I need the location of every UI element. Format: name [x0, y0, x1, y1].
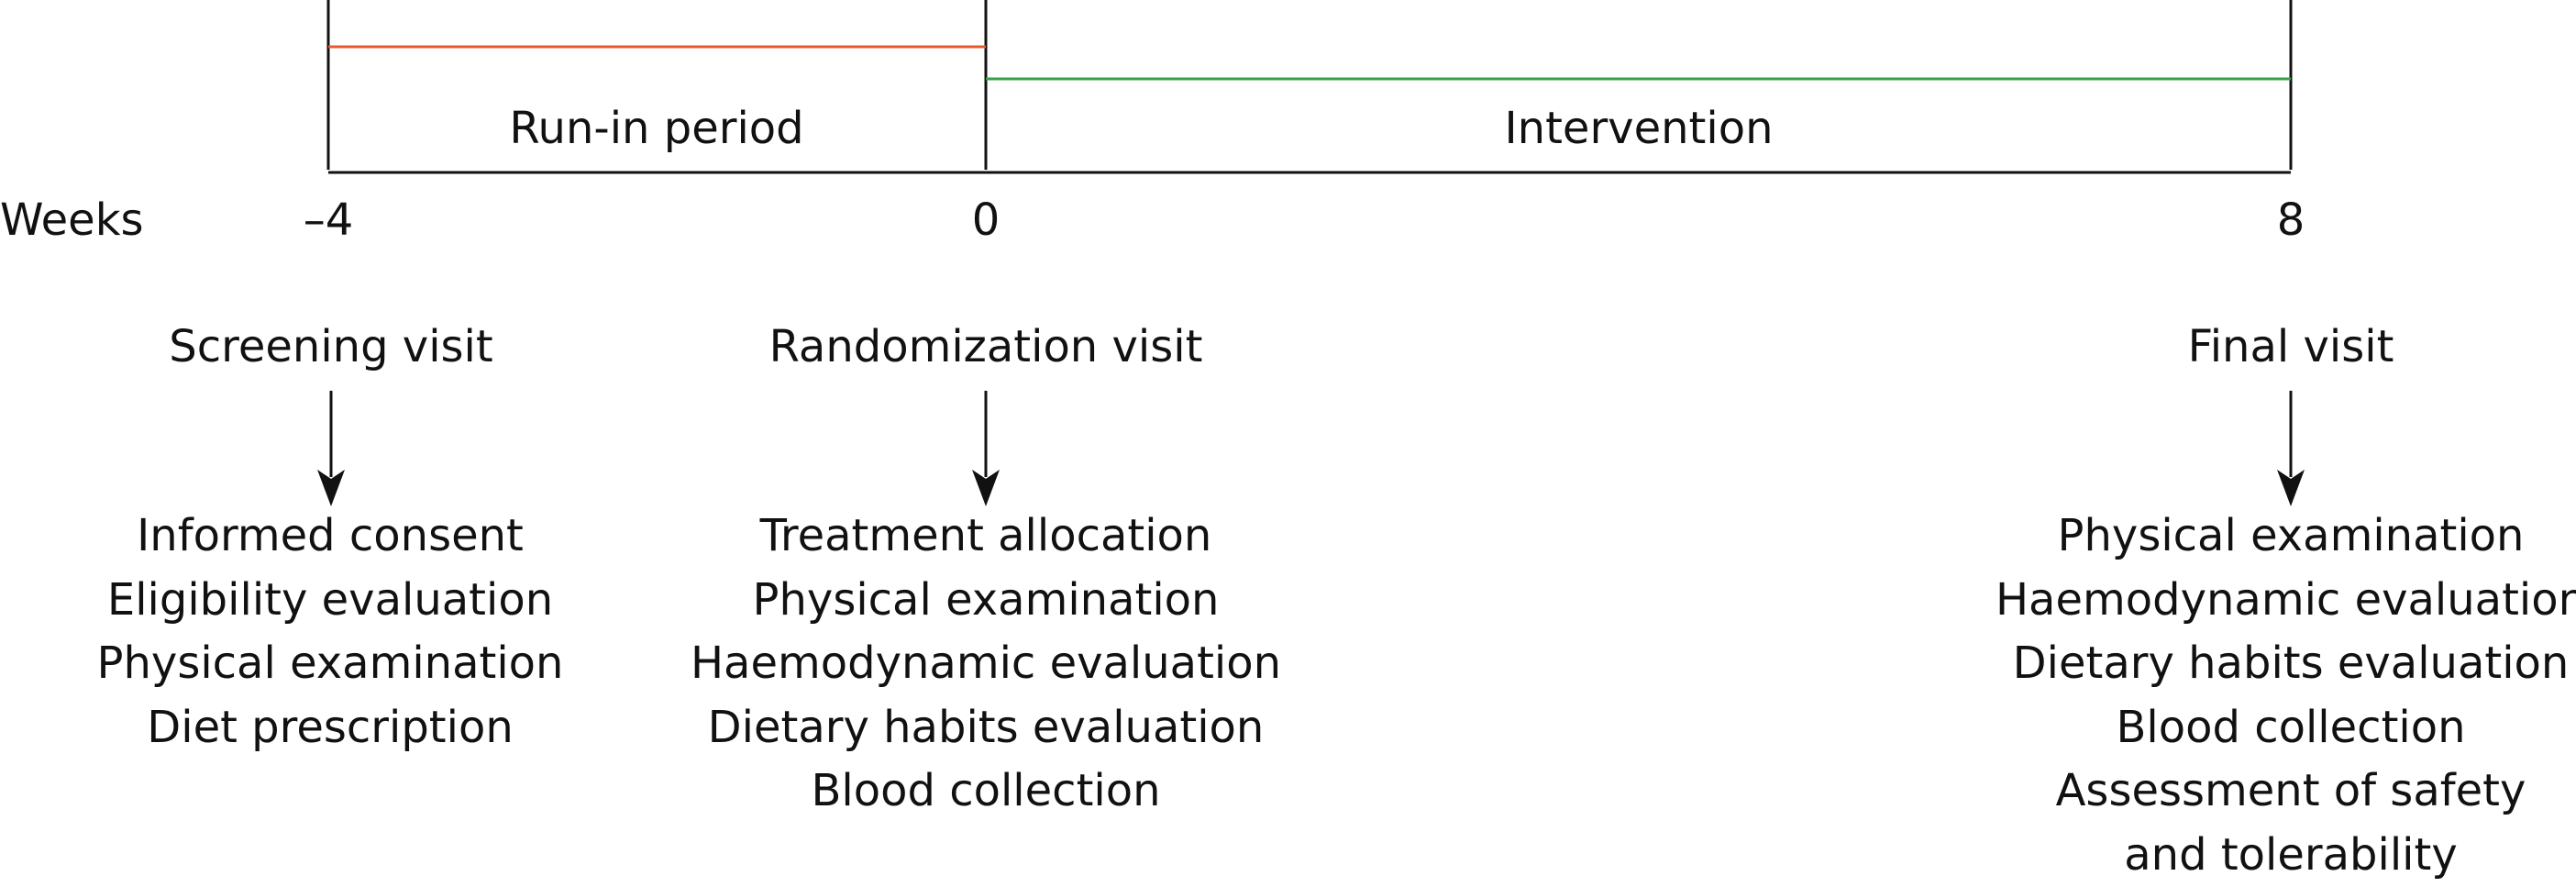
list-item: Informed consent	[97, 504, 564, 569]
list-item: and tolerability	[1996, 824, 2576, 887]
list-item: Eligibility evaluation	[97, 569, 564, 633]
tick-label-0: 0	[972, 198, 1001, 242]
screening-visit-activities: Informed consent Eligibility evaluation …	[97, 504, 564, 759]
list-item: Treatment allocation	[691, 504, 1281, 569]
list-item: Blood collection	[691, 759, 1281, 824]
run-in-period-label: Run-in period	[509, 106, 803, 150]
arrow-screening	[317, 391, 345, 506]
randomization-visit-activities: Treatment allocation Physical examinatio…	[691, 504, 1281, 824]
list-item: Physical examination	[1996, 504, 2576, 569]
list-item: Haemodynamic evaluation	[1996, 569, 2576, 633]
list-item: Haemodynamic evaluation	[691, 632, 1281, 696]
arrow-randomization	[972, 391, 1000, 506]
tick-label-minus-4: –4	[304, 198, 354, 242]
intervention-period-label: Intervention	[1505, 106, 1774, 150]
randomization-visit-title: Randomization visit	[769, 325, 1203, 369]
arrow-final	[2277, 391, 2305, 506]
list-item: Dietary habits evaluation	[691, 696, 1281, 760]
list-item: Diet prescription	[97, 696, 564, 760]
list-item: Physical examination	[691, 569, 1281, 633]
screening-visit-title: Screening visit	[169, 325, 492, 369]
weeks-axis-label: Weeks	[0, 198, 144, 242]
final-visit-activities: Physical examination Haemodynamic evalua…	[1996, 504, 2576, 887]
list-item: Blood collection	[1996, 696, 2576, 760]
list-item: Physical examination	[97, 632, 564, 696]
list-item: Dietary habits evaluation	[1996, 632, 2576, 696]
tick-label-8: 8	[2277, 198, 2305, 242]
final-visit-title: Final visit	[2188, 325, 2394, 369]
list-item: Assessment of safety	[1996, 759, 2576, 824]
